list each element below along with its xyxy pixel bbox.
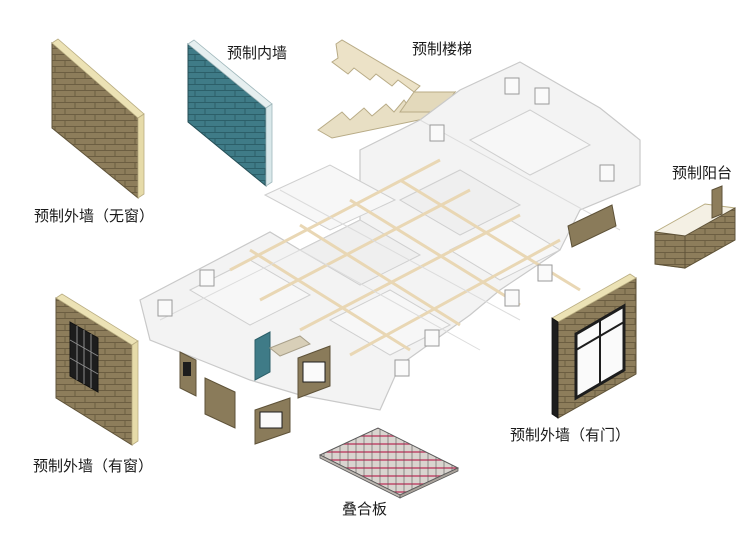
label-stair: 预制楼梯: [412, 40, 473, 58]
precast-balcony: [654, 185, 736, 269]
exterior-wall-no-window: [51, 38, 145, 200]
interior-wall-panel: [187, 39, 273, 188]
exterior-wall-with-window: [55, 293, 139, 446]
building-assembly: [139, 61, 641, 445]
label-exterior-wall-with-window: 预制外墙（有窗）: [33, 457, 154, 475]
label-balcony: 预制阳台: [672, 164, 733, 182]
label-exterior-wall-no-window: 预制外墙（无窗）: [34, 207, 155, 225]
label-composite-slab: 叠合板: [342, 500, 388, 518]
label-exterior-wall-with-door: 预制外墙（有门）: [510, 426, 631, 444]
exterior-wall-with-door: [551, 273, 637, 419]
label-interior-wall: 预制内墙: [227, 44, 288, 62]
composite-slab: [318, 427, 460, 499]
